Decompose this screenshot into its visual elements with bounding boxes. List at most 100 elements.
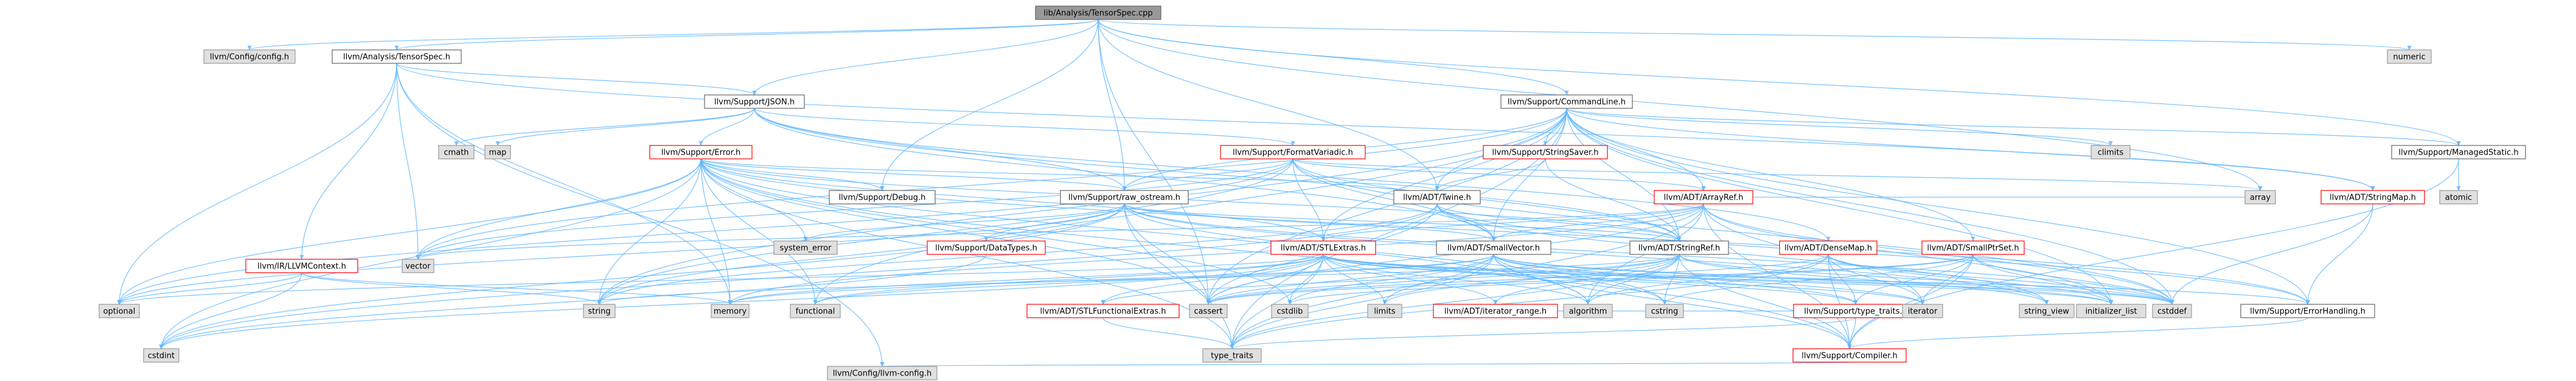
edge-error-to-functional: [700, 158, 818, 305]
node-box: [1902, 304, 1943, 318]
graph-node-llvm-support-type-traits-h[interactable]: llvm/Support/type_traits.h: [1793, 304, 1918, 318]
edge-error-to-cstdint: [159, 158, 701, 349]
graph-node-cassert: cassert: [1189, 304, 1228, 318]
edge-tensorspec-to-memory: [396, 63, 733, 305]
edge-rawostream-to-cstring: [1124, 203, 1667, 305]
graph-node-llvm-adt-twine-h[interactable]: llvm/ADT/Twine.h: [1393, 190, 1481, 204]
graph-node-lib-analysis-tensorspec-cpp[interactable]: lib/Analysis/TensorSpec.cpp: [1035, 5, 1161, 20]
edge-compiler-to-llvmconfig: [882, 362, 1850, 367]
edge-densemap-to-initlist: [1828, 254, 2114, 305]
graph-node-llvm-adt-iterator-range-h[interactable]: llvm/ADT/iterator_range.h: [1433, 304, 1558, 318]
edge-formatvariadic-to-smallvector: [1292, 158, 1496, 242]
node-box: [2240, 304, 2375, 318]
node-box: [402, 259, 434, 273]
edge-stringref-to-compiler: [1679, 254, 1852, 349]
edge-json-to-smallvector: [754, 108, 1496, 242]
edge-rawostream-to-systemerror: [803, 203, 1125, 242]
edge-cmdline-to-functional: [813, 108, 1567, 305]
graph-node-llvm-analysis-tensorspec-h[interactable]: llvm/Analysis/TensorSpec.h: [332, 49, 462, 64]
graph-node-llvm-support-json-h[interactable]: llvm/Support/JSON.h: [704, 94, 805, 109]
node-box: [2076, 304, 2146, 318]
node-label: lib/Analysis/TensorSpec.cpp: [1043, 9, 1152, 18]
edge-rawostream-to-cassert: [1124, 203, 1211, 305]
graph-node-llvm-adt-stringmap-h[interactable]: llvm/ADT/StringMap.h: [2320, 190, 2425, 204]
edge-formatvariadic-to-vector: [416, 158, 1293, 260]
edge-layer: [117, 19, 2461, 367]
node-label: llvm/Support/CommandLine.h: [1508, 98, 1626, 107]
graph-node-llvm-adt-densemap-h[interactable]: llvm/ADT/DenseMap.h: [1779, 240, 1878, 255]
edge-root-to-cassert: [1098, 19, 1211, 305]
node-label: llvm/IR/LLVMContext.h: [257, 262, 346, 271]
graph-node-llvm-support-compiler-h[interactable]: llvm/Support/Compiler.h: [1792, 348, 1907, 363]
graph-node-cmath: cmath: [438, 145, 475, 159]
edge-cmdline-to-stringref: [1566, 108, 1682, 242]
edge-root-to-debug: [880, 19, 1099, 191]
graph-node-llvm-support-error-h[interactable]: llvm/Support/Error.h: [649, 145, 753, 159]
edge-tensorspec-to-llvmcontext: [299, 63, 397, 260]
node-label: llvm/Config/config.h: [210, 53, 289, 62]
edge-stringref-to-limits: [1382, 254, 1680, 305]
edge-error-to-errorhandling: [700, 158, 2310, 305]
node-label: map: [489, 149, 507, 158]
node-label: string: [588, 307, 610, 316]
graph-node-llvm-support-commandline-h[interactable]: llvm/Support/CommandLine.h: [1500, 94, 1633, 109]
node-box: [1645, 304, 1684, 318]
edge-smallvector-to-cassert: [1206, 254, 1494, 305]
edge-smallptrset-to-cassert: [1206, 254, 1974, 305]
edge-error-to-string: [597, 158, 701, 305]
node-box: [438, 145, 475, 159]
edge-stlextras-to-cassert: [1206, 254, 1324, 305]
graph-node-llvm-adt-stlfunctionalextras-h[interactable]: llvm/ADT/STLFunctionalExtras.h: [1026, 304, 1180, 318]
graph-node-llvm-adt-stlextras-h[interactable]: llvm/ADT/STLExtras.h: [1270, 240, 1376, 255]
node-layer: lib/Analysis/TensorSpec.cpp llvm/Config/c…: [99, 5, 2526, 380]
node-box: [704, 94, 805, 109]
graph-node-llvm-support-formatvariadic-h[interactable]: llvm/Support/FormatVariadic.h: [1220, 145, 1366, 159]
node-label: llvm/ADT/SmallPtrSet.h: [1927, 244, 2019, 253]
edge-error-to-stlextras: [700, 158, 1326, 242]
edge-root-to-cmdline: [1098, 19, 1569, 96]
node-box: [1220, 145, 1366, 159]
graph-node-llvm-adt-stringref-h[interactable]: llvm/ADT/StringRef.h: [1629, 240, 1729, 255]
edge-densemap-to-cstddef: [1828, 254, 2174, 305]
edge-root-to-managedstatic: [1098, 19, 2461, 146]
graph-node-llvm-adt-smallptrset-h[interactable]: llvm/ADT/SmallPtrSet.h: [1921, 240, 2025, 255]
graph-node-llvm-support-debug-h[interactable]: llvm/Support/Debug.h: [829, 190, 936, 204]
graph-node-llvm-support-stringsaver-h[interactable]: llvm/Support/StringSaver.h: [1483, 145, 1608, 159]
edge-cmdline-to-string: [597, 108, 1567, 305]
edge-llvmcontext-to-cstdint: [159, 272, 302, 349]
graph-node-llvm-adt-smallvector-h[interactable]: llvm/ADT/SmallVector.h: [1436, 240, 1551, 255]
node-label: llvm/ADT/STLFunctionalExtras.h: [1040, 307, 1166, 316]
edge-arrayref-to-stlextras: [1321, 203, 1704, 242]
graph-node-llvm-support-managedstatic-h[interactable]: llvm/Support/ManagedStatic.h: [2391, 145, 2526, 159]
edge-root-to-json: [752, 19, 1099, 96]
node-box: [773, 240, 838, 255]
graph-node-llvm-support-errorhandling-h[interactable]: llvm/Support/ErrorHandling.h: [2240, 304, 2375, 318]
graph-node-llvm-support-raw-ostream-h[interactable]: llvm/Support/raw_ostream.h: [1060, 190, 1189, 204]
edge-smallvector-to-typetraitsh: [1493, 254, 1858, 305]
node-label: cassert: [1194, 307, 1222, 316]
graph-node-limits: limits: [1367, 304, 1402, 318]
node-label: llvm/Support/Compiler.h: [1801, 352, 1897, 361]
graph-node-llvm-adt-arrayref-h[interactable]: llvm/ADT/ArrayRef.h: [1654, 190, 1753, 204]
edge-smallptrset-to-initlist: [1972, 254, 2114, 305]
edge-arrayref-to-memory: [728, 203, 1704, 305]
edge-stlextras-to-memory: [728, 254, 1324, 305]
edge-json-to-densemap: [754, 108, 1831, 242]
edge-error-to-algorithm: [700, 158, 1590, 305]
edge-root-to-configh: [247, 19, 1099, 51]
edge-densemap-to-iterator: [1828, 254, 1925, 305]
graph-node-string: string: [583, 304, 616, 318]
graph-node-atomic: atomic: [2439, 190, 2478, 204]
graph-node-functional: functional: [790, 304, 841, 318]
edge-smallvector-to-memory: [728, 254, 1494, 305]
graph-node-cstddef: cstddef: [2152, 304, 2192, 318]
edge-arrayref-to-typetraits: [1230, 203, 1704, 349]
node-box: [1060, 190, 1189, 204]
edge-cmdline-to-initlist: [1566, 108, 2114, 305]
edge-densemap-to-cassert: [1206, 254, 1829, 305]
edge-formatvariadic-to-array: [1292, 158, 2263, 191]
graph-node-llvm-ir-llvmcontext-h[interactable]: llvm/IR/LLVMContext.h: [245, 259, 358, 273]
graph-node-llvm-support-datatypes-h[interactable]: llvm/Support/DataTypes.h: [927, 240, 1046, 255]
graph-node-iterator: iterator: [1902, 304, 1943, 318]
